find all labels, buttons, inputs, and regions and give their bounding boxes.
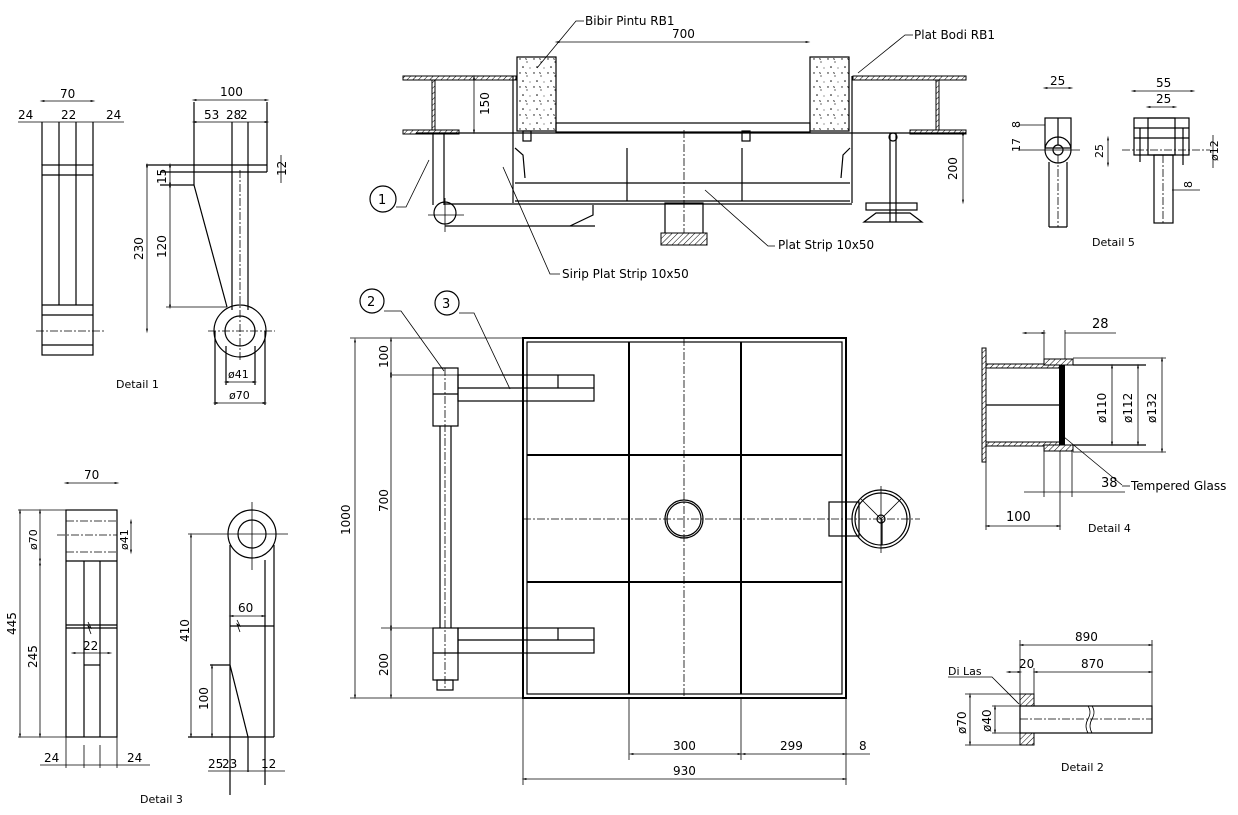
callout-2-bubble [359, 288, 385, 314]
dim-label: 245 [26, 645, 40, 668]
dim-label: 120 [155, 235, 169, 258]
dim-label: 28 [226, 108, 241, 122]
dim-label: ø41 [118, 529, 131, 550]
dim-height-150: 150 [478, 92, 492, 115]
label-sirip-plat-strip: Sirip Plat Strip 10x50 [562, 267, 689, 281]
dim-label: 70 [60, 87, 75, 101]
label-di-las: Di Las [948, 665, 982, 678]
dim-height-200: 200 [946, 157, 960, 180]
dim-label: 28 [1092, 317, 1109, 332]
detail-1-title: Detail 1 [116, 378, 159, 391]
dim-label: 8 [1010, 121, 1023, 128]
dim-label: 890 [1075, 630, 1098, 644]
callout-2: 2 [367, 295, 375, 310]
dim-label: ø70 [955, 711, 969, 734]
detail-2: 890 20 870 ø70 ø40 Di Las Detail 2 [948, 630, 1154, 774]
dim-label: 870 [1081, 657, 1104, 671]
detail-1-front-body [41, 164, 94, 356]
detail-2-shaft [1019, 705, 1153, 734]
detail-5-title: Detail 5 [1092, 236, 1135, 249]
dim-label: 22 [61, 108, 76, 122]
label-plat-bodi: Plat Bodi RB1 [914, 28, 995, 42]
dim-label: 23 [222, 757, 237, 771]
dim-label: 100 [197, 687, 211, 710]
arm-top-bracket [432, 367, 459, 427]
callout-1: 1 [378, 193, 386, 208]
dim-930: 930 [673, 764, 696, 778]
dim-label: 12 [261, 757, 276, 771]
dim-label: 100 [220, 85, 243, 99]
dim-label: 38 [1101, 476, 1118, 491]
dim-300: 300 [673, 739, 696, 753]
dim-label: 70 [84, 468, 99, 482]
dim-label: 24 [127, 751, 142, 765]
dim-label: 445 [5, 612, 19, 635]
dim-label: 25 [1156, 92, 1171, 106]
viewing-window [664, 499, 704, 539]
dim-label: 100 [1006, 510, 1031, 525]
dim-1000: 1000 [339, 504, 353, 535]
plan-view: 1000 100 700 200 300 299 8 930 2 3 [339, 288, 920, 785]
plan-frame [522, 337, 847, 699]
dim-label: ø70 [27, 529, 40, 550]
dim-label: 55 [1156, 76, 1171, 90]
detail-5: 25 17 8 55 25 25 ø12 8 Detail 5 [1010, 74, 1221, 249]
dim-label: 15 [155, 169, 169, 184]
dim-8: 8 [859, 739, 867, 753]
dim-700: 700 [377, 489, 391, 512]
dim-label: 24 [44, 751, 59, 765]
dim-label: 22 [83, 639, 98, 653]
dim-label: ø12 [1208, 140, 1221, 161]
detail-3-title: Detail 3 [140, 793, 183, 806]
dim-label: ø41 [228, 368, 249, 381]
label-plat-strip: Plat Strip 10x50 [778, 238, 874, 252]
dim-label: 230 [132, 237, 146, 260]
bibir-pintu-right [809, 56, 850, 132]
dim-label: ø110 [1095, 393, 1109, 423]
dim-label: 60 [238, 601, 253, 615]
detail-1: 70 24 22 24 100 53 28 2 12 15 120 [18, 85, 289, 405]
dim-label: 2 [240, 108, 248, 122]
dim-label: 17 [1010, 138, 1023, 152]
detail-2-title: Detail 2 [1061, 761, 1104, 774]
detail-3-front-body [65, 509, 118, 738]
dim-label: 25 [208, 757, 223, 771]
dim-label: 24 [18, 108, 33, 122]
callout-1-bubble [369, 185, 397, 213]
detail-4-title: Detail 4 [1088, 522, 1131, 535]
tempered-glass [1059, 365, 1065, 445]
section-view: 700 150 200 Bibir Pintu RB1 Plat Bodi RB… [369, 14, 995, 281]
dim-label: 53 [204, 108, 219, 122]
label-tempered-glass: Tempered Glass [1130, 479, 1226, 493]
label-bibir-pintu: Bibir Pintu RB1 [585, 14, 675, 28]
detail-3: 70 445 ø70 245 ø41 22 24 24 410 [5, 468, 288, 806]
dim-label: ø40 [980, 709, 994, 732]
bibir-pintu-left [516, 56, 557, 132]
dim-label: 20 [1019, 657, 1034, 671]
dim-label: ø112 [1121, 393, 1135, 423]
detail-4: ø110 ø112 ø132 28 38 Tempered Glass 100 … [981, 317, 1226, 535]
dim-label: 12 [275, 161, 289, 176]
dim-100: 100 [377, 345, 391, 368]
dim-200: 200 [377, 653, 391, 676]
dim-label: 25 [1050, 74, 1065, 88]
dim-label: 24 [106, 108, 121, 122]
dim-label: ø70 [229, 389, 250, 402]
callout-3: 3 [442, 297, 450, 312]
dim-label: 8 [1182, 181, 1195, 188]
arm-bottom-bracket [432, 627, 459, 681]
dim-299: 299 [780, 739, 803, 753]
dim-label: 25 [1093, 144, 1106, 158]
dim-label: ø132 [1145, 393, 1159, 423]
dim-label: 410 [178, 619, 192, 642]
callout-3-bubble [434, 290, 460, 316]
dim-width-700: 700 [672, 27, 695, 41]
